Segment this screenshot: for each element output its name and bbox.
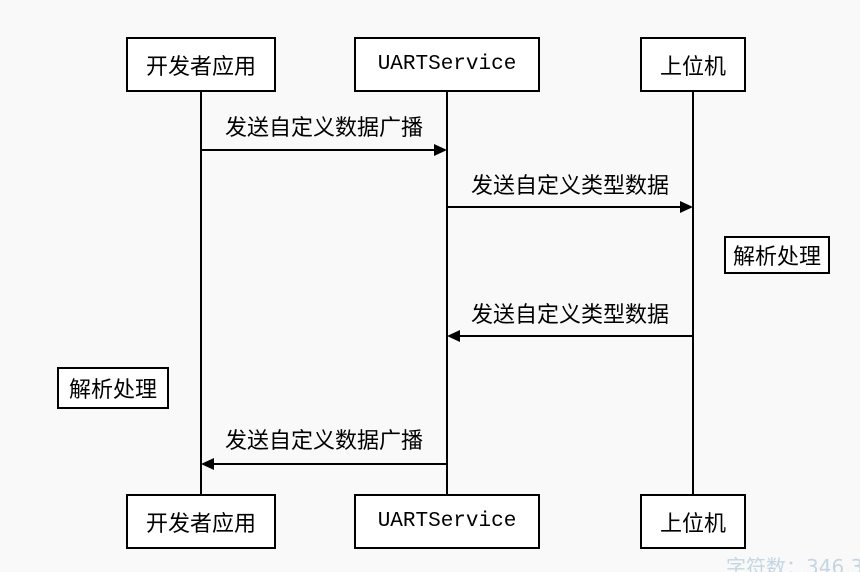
participant-label: 上位机: [659, 54, 726, 80]
arrowhead-3: [447, 330, 460, 342]
note-label: 解析处理: [68, 378, 157, 403]
note-app-processing: 解析处理: [57, 367, 169, 409]
arrowhead-1: [434, 144, 447, 156]
participant-host-computer-bottom: 上位机: [640, 494, 746, 549]
message-label-1: 发送自定义数据广播: [224, 116, 423, 141]
participant-label: UARTService: [377, 510, 517, 533]
note-label: 解析处理: [732, 245, 821, 270]
participant-host-computer-top: 上位机: [640, 37, 746, 92]
participant-developer-app-bottom: 开发者应用: [126, 494, 276, 549]
arrowhead-2: [680, 201, 693, 213]
arrowhead-4: [201, 458, 214, 470]
note-host-processing: 解析处理: [724, 236, 830, 274]
watermark-text: 字符数：346 3: [726, 555, 860, 572]
participant-label: UARTService: [377, 53, 517, 76]
message-label-3: 发送自定义类型数据: [470, 303, 669, 328]
participant-label: 开发者应用: [145, 54, 256, 80]
participant-label: 上位机: [659, 511, 726, 537]
participant-uartservice-top: UARTService: [354, 37, 540, 92]
character-count-watermark: 字符数：346 3: [726, 552, 860, 572]
message-label-4: 发送自定义数据广播: [224, 429, 423, 454]
participant-developer-app-top: 开发者应用: [126, 37, 276, 92]
message-label-2: 发送自定义类型数据: [470, 174, 669, 199]
participant-uartservice-bottom: UARTService: [354, 494, 540, 549]
participant-label: 开发者应用: [145, 511, 256, 537]
